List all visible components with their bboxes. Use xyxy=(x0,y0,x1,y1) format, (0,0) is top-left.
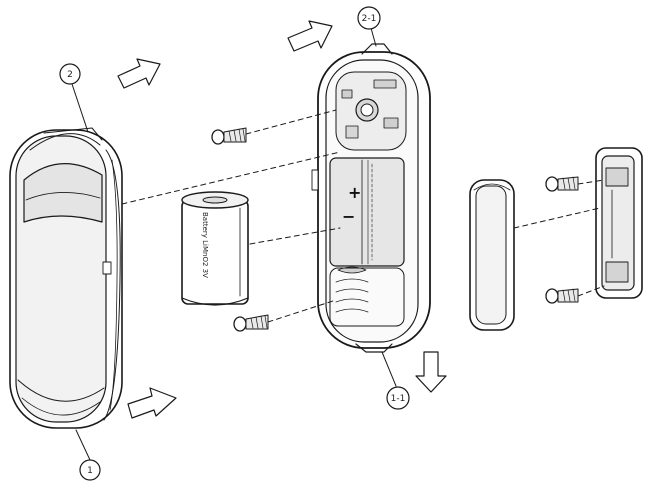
polarity-plus: + xyxy=(348,183,361,202)
screw-magnet-top xyxy=(545,176,579,192)
arrow-right-icon xyxy=(127,387,177,419)
callout-1 xyxy=(75,429,101,481)
arrow-right-icon xyxy=(117,58,161,89)
arrow-down-icon xyxy=(415,351,447,393)
polarity-minus: − xyxy=(342,207,355,226)
battery xyxy=(181,191,249,306)
callout-2-1-label: 2-1 xyxy=(362,14,377,24)
arrow-right-icon xyxy=(287,20,333,52)
base-housing xyxy=(311,43,431,353)
battery-label: Battery LiMnO2 3V xyxy=(201,212,209,278)
callout-2-label: 2 xyxy=(67,70,73,80)
screw-top-left xyxy=(211,127,247,145)
callout-1-label: 1 xyxy=(87,466,93,476)
magnet-base xyxy=(595,147,643,299)
assembly-guide-lines xyxy=(121,109,605,323)
screw-bottom-left xyxy=(233,314,269,332)
callout-1-1 xyxy=(381,351,410,410)
callout-2-1 xyxy=(357,6,381,47)
magnet-cover xyxy=(469,179,515,331)
callout-2 xyxy=(59,63,89,133)
screw-magnet-bottom xyxy=(545,288,579,304)
front-cover xyxy=(9,127,123,429)
callout-1-1-label: 1-1 xyxy=(391,394,406,404)
